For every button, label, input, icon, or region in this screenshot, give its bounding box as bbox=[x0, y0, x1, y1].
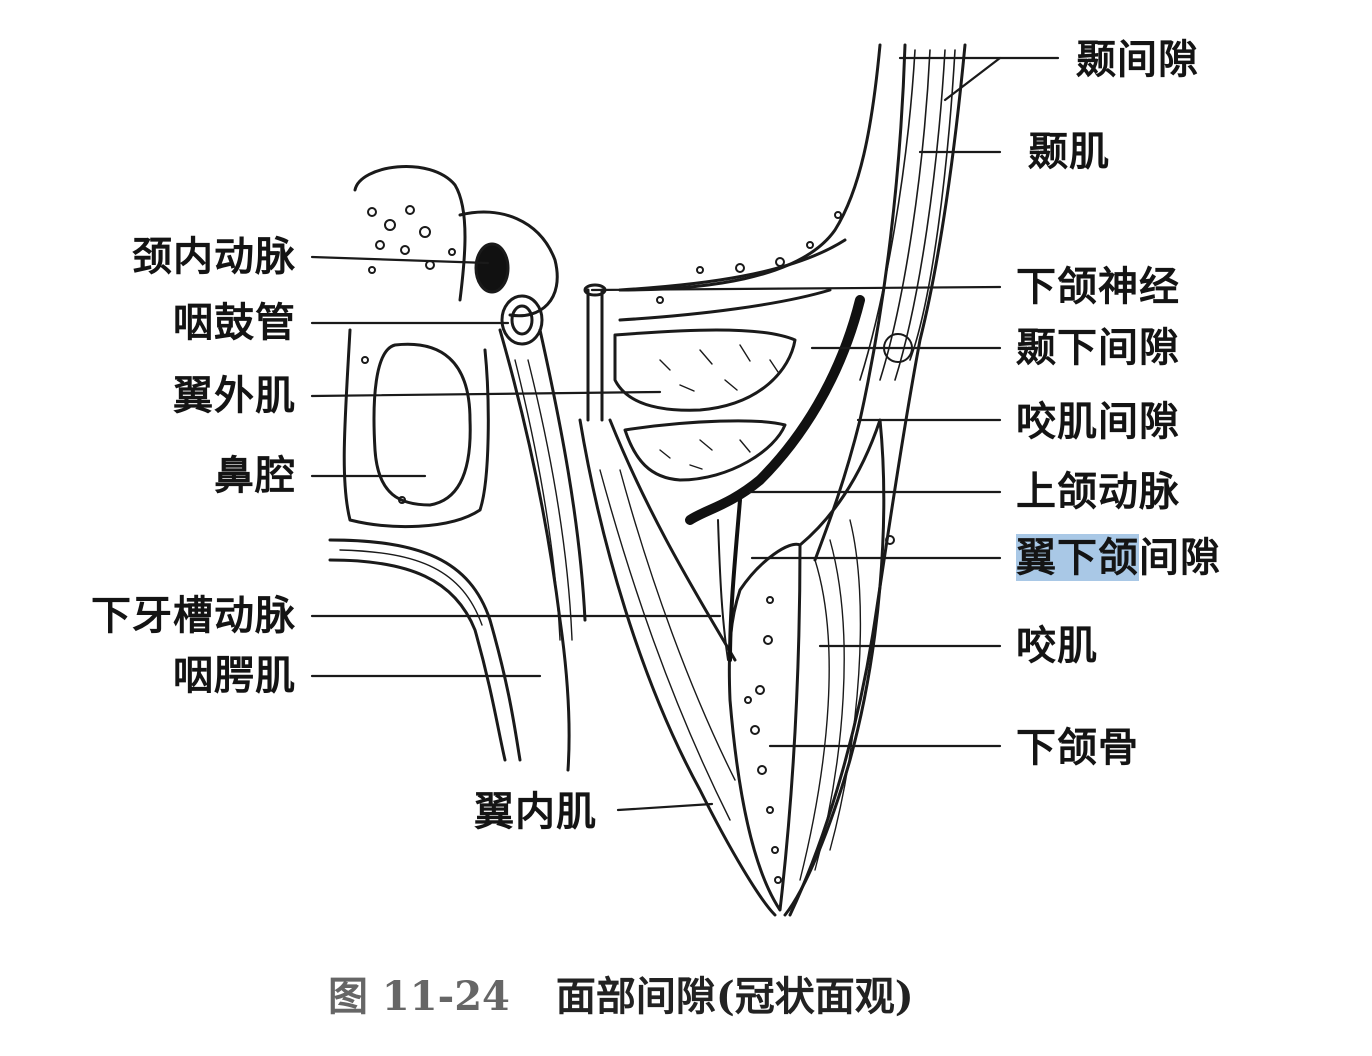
label-masseteric-space: 咬肌间隙 bbox=[1016, 398, 1180, 445]
label-lateral-pterygoid: 翼外肌 bbox=[173, 372, 296, 419]
figure-title: 面部间隙(冠状面观) bbox=[555, 973, 914, 1020]
highlighted-text: 翼下颌 bbox=[1016, 534, 1139, 581]
maxillary-artery bbox=[685, 295, 865, 525]
palatopharyngeus bbox=[328, 538, 522, 762]
label-eustachian-tube: 咽鼓管 bbox=[173, 299, 296, 346]
label-medial-pterygoid: 翼内肌 bbox=[474, 788, 597, 835]
medial-pterygoid bbox=[578, 418, 777, 917]
label-inferior-alveolar-artery: 下牙槽动脉 bbox=[91, 592, 296, 639]
label-suffix: 间隙 bbox=[1139, 534, 1221, 581]
label-palatopharyngeus: 咽腭肌 bbox=[173, 652, 296, 699]
label-mandibular-nerve: 下颌神经 bbox=[1016, 263, 1180, 310]
inferior-alveolar-artery bbox=[717, 519, 729, 661]
label-nasal-cavity: 鼻腔 bbox=[214, 452, 296, 499]
label-masseter: 咬肌 bbox=[1016, 622, 1098, 669]
skull-left-bone bbox=[353, 165, 467, 302]
mandible bbox=[727, 542, 802, 912]
lateral-pterygoid-upper bbox=[613, 328, 797, 412]
label-temporal-space: 颞间隙 bbox=[1076, 36, 1199, 83]
label-internal-carotid: 颈内动脉 bbox=[132, 233, 296, 280]
label-maxillary-artery: 上颌动脉 bbox=[1016, 468, 1180, 515]
masseter bbox=[783, 418, 886, 917]
figure-caption: 图 11-24 面部间隙(冠状面观) bbox=[328, 973, 914, 1021]
internal-carotid bbox=[474, 242, 510, 294]
mandibular-nerve bbox=[586, 288, 604, 422]
figure-number: 图 11-24 bbox=[328, 973, 510, 1020]
label-pterygomandibular-space: 翼下颌间隙 bbox=[1016, 534, 1221, 581]
label-temporal-muscle: 颞肌 bbox=[1028, 128, 1110, 175]
nasal-cavity bbox=[372, 342, 472, 507]
skull-base bbox=[618, 238, 847, 292]
label-mandible: 下颌骨 bbox=[1016, 724, 1139, 771]
lateral-pterygoid-lower bbox=[623, 419, 787, 482]
eustachian-tube bbox=[500, 294, 544, 346]
label-infratemporal-space: 颞下间隙 bbox=[1016, 324, 1180, 371]
